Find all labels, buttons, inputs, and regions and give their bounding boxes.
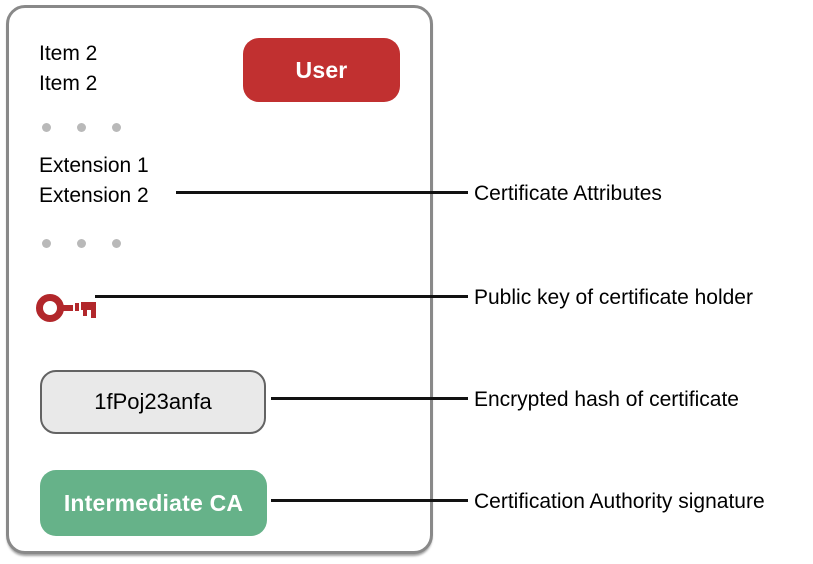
dot bbox=[77, 123, 86, 132]
certificate-card: Item 2 Item 2 User Extension 1 Extension… bbox=[6, 5, 433, 554]
dot bbox=[42, 239, 51, 248]
ellipsis-icon bbox=[42, 123, 121, 132]
ellipsis-icon bbox=[42, 239, 121, 248]
callout-label-hash: Encrypted hash of certificate bbox=[474, 388, 739, 411]
item-line: Item 2 bbox=[39, 42, 98, 65]
hash-value: 1fPoj23anfa bbox=[94, 389, 212, 414]
dot bbox=[112, 123, 121, 132]
certificate-extensions: Extension 1 Extension 2 bbox=[39, 151, 149, 211]
callout-label-public-key: Public key of certificate holder bbox=[474, 286, 753, 309]
encrypted-hash-box: 1fPoj23anfa bbox=[40, 370, 266, 434]
key-icon bbox=[36, 294, 96, 322]
dot bbox=[112, 239, 121, 248]
certificate-items: Item 2 Item 2 bbox=[39, 39, 97, 99]
dot bbox=[77, 239, 86, 248]
callout-label-attributes: Certificate Attributes bbox=[474, 182, 662, 205]
callout-line-attributes bbox=[176, 191, 468, 194]
item-line: Item 2 bbox=[39, 72, 98, 95]
user-badge: User bbox=[243, 38, 400, 102]
callout-label-signature: Certification Authority signature bbox=[474, 490, 765, 513]
extension-line: Extension 1 bbox=[39, 154, 149, 177]
callout-line-public-key bbox=[95, 295, 468, 298]
intermediate-ca-badge: Intermediate CA bbox=[40, 470, 267, 536]
extension-line: Extension 2 bbox=[39, 184, 149, 207]
callout-line-hash bbox=[271, 397, 468, 400]
callout-line-signature bbox=[271, 499, 468, 502]
dot bbox=[42, 123, 51, 132]
